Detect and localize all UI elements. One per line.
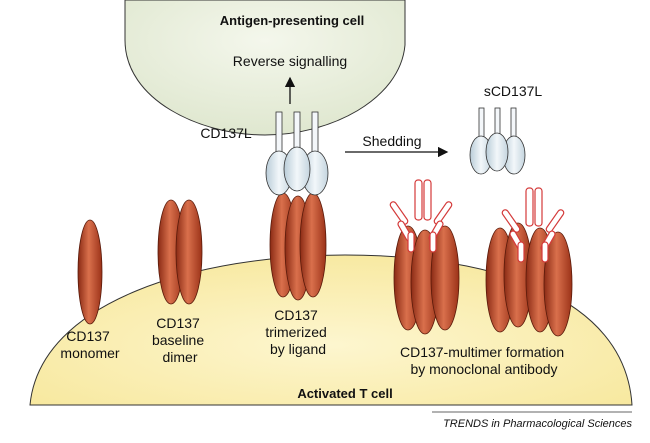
cd137-receptor (77, 219, 103, 325)
ligand-stalk (478, 107, 485, 141)
ligand-stalk (510, 107, 517, 141)
membrane-ligand-trimer (265, 111, 329, 196)
cd137-receptor (543, 231, 573, 337)
antibody (389, 179, 453, 253)
credit-label: TRENDS in Pharmacological Sciences (443, 418, 632, 430)
reverse-signalling-label: Reverse signalling (233, 53, 347, 69)
cd137-receptor (430, 225, 460, 331)
apc-label: Antigen-presenting cell (220, 13, 364, 28)
antibody (501, 187, 565, 263)
monomer-label-line: CD137 (66, 328, 110, 344)
multimer-label-line: by monoclonal antibody (410, 361, 557, 377)
dimer-label-line: CD137 (156, 315, 200, 331)
ligand-head (283, 146, 311, 192)
ligand-stalk (275, 111, 283, 155)
trimer-label: CD137 trimerized by ligand (265, 307, 330, 357)
multimer-label: CD137-multimer formation by monoclonal a… (400, 344, 568, 377)
multimer-group-2 (485, 187, 573, 337)
shedding-label: Shedding (362, 133, 421, 149)
trimer-label-line: trimerized (265, 324, 326, 340)
cd137l-label: CD137L (200, 125, 252, 141)
multimer-label-line: CD137-multimer formation (400, 344, 564, 360)
monomer-label: CD137 monomer (60, 328, 119, 361)
dimer-group (157, 199, 203, 305)
t-cell-label: Activated T cell (297, 386, 392, 401)
monomer-group (77, 219, 103, 325)
multimer-group-1 (389, 179, 460, 335)
dimer-label: CD137 baseline dimer (152, 315, 208, 365)
cd137-receptor (175, 199, 203, 305)
cd137-receptor (299, 192, 327, 298)
apc-membrane (124, 0, 406, 136)
trimer-label-line: by ligand (270, 341, 326, 357)
soluble-ligand-trimer (469, 107, 526, 175)
trimer-group (269, 192, 327, 301)
trimer-label-line: CD137 (274, 307, 318, 323)
scd137l-label: sCD137L (484, 83, 543, 99)
ligand-head (485, 132, 509, 172)
dimer-label-line: dimer (162, 349, 197, 365)
monomer-label-line: monomer (60, 345, 119, 361)
ligand-stalk (311, 111, 319, 155)
dimer-label-line: baseline (152, 332, 204, 348)
